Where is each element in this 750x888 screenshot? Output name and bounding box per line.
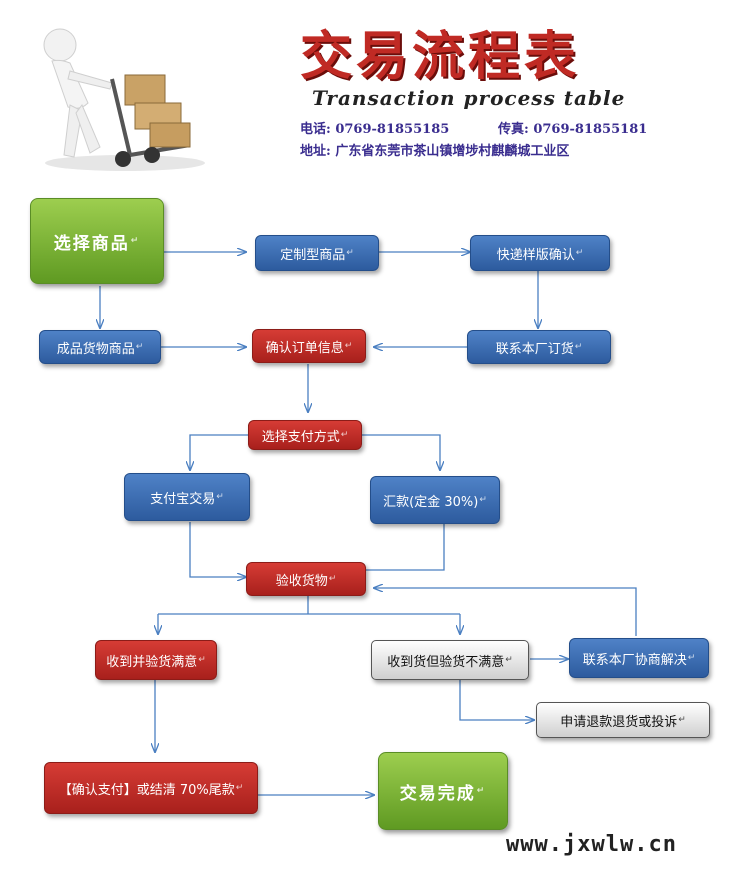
- arrow-remittance-to-inspect: [366, 524, 445, 571]
- node-label: 支付宝交易: [150, 491, 216, 507]
- node-alipay: 支付宝交易↵: [124, 473, 250, 521]
- title-english: Transaction process table: [312, 86, 626, 110]
- arrow-unsatisfied-to-refund: [459, 680, 534, 720]
- title-chinese: 交易流程表: [300, 26, 581, 87]
- node-label: 选择支付方式: [261, 429, 340, 445]
- phone-value: 0769-81855185: [335, 122, 450, 137]
- node-done: 交易完成↵: [378, 752, 508, 830]
- address-value: 广东省东莞市茶山镇增埗村麒麟城工业区: [335, 144, 570, 159]
- fax-label: 传真:: [498, 122, 529, 137]
- arrow-payment-to-alipay: [190, 434, 248, 470]
- node-confirm-order: 确认订单信息↵: [252, 329, 366, 363]
- node-label: 联系本厂订货: [495, 341, 574, 357]
- node-remittance: 汇款(定金 30%)↵: [370, 476, 500, 524]
- node-contact-factory-resolve: 联系本厂协商解决↵: [569, 638, 709, 678]
- arrow-inspect-to-split: [158, 596, 460, 615]
- node-label: 收到并验货满意: [106, 654, 198, 670]
- arrow-payment-to-remittance: [362, 434, 440, 470]
- node-select-goods: 选择商品↵: [30, 198, 164, 284]
- website-url: www.jxwlw.cn: [506, 832, 677, 857]
- node-label: 快递样版确认: [496, 247, 575, 263]
- node-select-payment: 选择支付方式↵: [248, 420, 362, 450]
- node-label: 成品货物商品: [56, 341, 135, 357]
- node-refund: 申请退款退货或投诉↵: [536, 702, 710, 738]
- node-label: 验收货物: [275, 573, 328, 589]
- arrow-alipay-to-inspect: [189, 522, 246, 577]
- node-unsatisfied: 收到货但验货不满意↵: [371, 640, 529, 680]
- node-confirm-pay: 【确认支付】或结清 70%尾款↵: [44, 762, 258, 814]
- arrow-resolve-to-inspect: [374, 588, 637, 636]
- node-inspect-goods: 验收货物↵: [246, 562, 366, 596]
- node-label: 联系本厂协商解决: [582, 652, 687, 668]
- phone-label: 电话:: [300, 122, 331, 137]
- node-label: 选择商品: [53, 233, 130, 254]
- address-label: 地址:: [300, 144, 331, 159]
- node-label: 确认订单信息: [265, 340, 344, 356]
- phone-row: 电话: 0769-81855185: [300, 118, 449, 137]
- delivery-man-illustration: [43, 28, 205, 171]
- node-label: 交易完成: [399, 783, 476, 804]
- node-label: 申请退款退货或投诉: [560, 714, 678, 730]
- node-express-sample: 快递样版确认↵: [470, 235, 610, 271]
- address-row: 地址: 广东省东莞市茶山镇增埗村麒麟城工业区: [300, 140, 569, 159]
- fax-value: 0769-81855181: [533, 122, 648, 137]
- node-label: 定制型商品: [280, 247, 346, 263]
- node-custom-goods: 定制型商品↵: [255, 235, 379, 271]
- fax-row: 传真: 0769-81855181: [498, 118, 647, 137]
- node-label: 汇款(定金 30%): [383, 494, 479, 510]
- node-satisfied: 收到并验货满意↵: [95, 640, 217, 680]
- node-label: 收到货但验货不满意: [387, 654, 505, 670]
- node-label: 【确认支付】或结清 70%尾款: [58, 782, 235, 798]
- node-contact-factory-order: 联系本厂订货↵: [467, 330, 611, 364]
- node-finished-goods: 成品货物商品↵: [39, 330, 161, 364]
